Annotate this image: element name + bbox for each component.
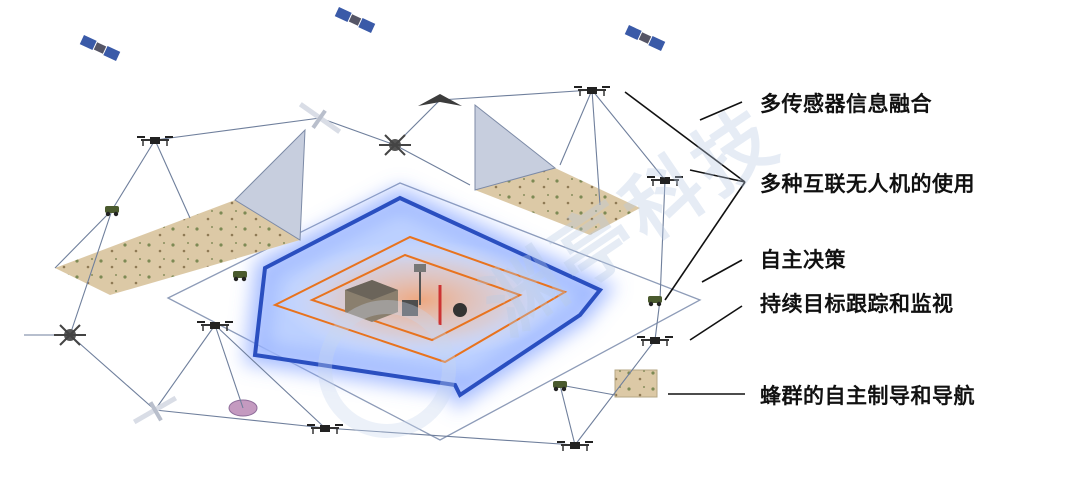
hexacopter-icon	[54, 324, 86, 346]
label-swarm-guidance: 蜂群的自主制导和导航	[760, 384, 975, 408]
flying-wing-drone-icon	[418, 94, 462, 106]
satellite-icon	[624, 25, 666, 51]
callout-lines	[624, 91, 746, 395]
sensor-cone-left	[234, 128, 306, 241]
sensor-cone-right	[474, 103, 557, 191]
satellite-icon	[79, 35, 121, 61]
terrain-patch-right	[475, 168, 640, 235]
label-target-tracking: 持续目标跟踪和监视	[760, 292, 954, 316]
label-networked-uav-usage: 多种互联无人机的使用	[760, 172, 975, 196]
watermark-logo	[318, 300, 456, 438]
comm-links	[24, 89, 666, 446]
label-multi-sensor-fusion: 多传感器信息融合	[760, 92, 932, 116]
ground-vehicle-icon	[648, 296, 662, 307]
hexacopter-icon	[379, 134, 411, 156]
ground-vehicle-icon	[105, 206, 119, 217]
label-autonomous-decision: 自主决策	[760, 248, 846, 272]
satellite-icon	[334, 7, 376, 33]
ground-vehicle-icon	[233, 271, 247, 282]
fixed-wing-drone-icon	[132, 395, 178, 425]
blue-zone	[252, 195, 604, 398]
quadcopter-icon	[196, 321, 234, 332]
quadcopter-icon	[636, 336, 674, 347]
terrain-patch-left	[55, 200, 300, 295]
fixed-wing-drone-icon	[298, 102, 342, 134]
quadcopter-icon	[556, 441, 594, 452]
ground-vehicle-icon	[553, 381, 567, 392]
